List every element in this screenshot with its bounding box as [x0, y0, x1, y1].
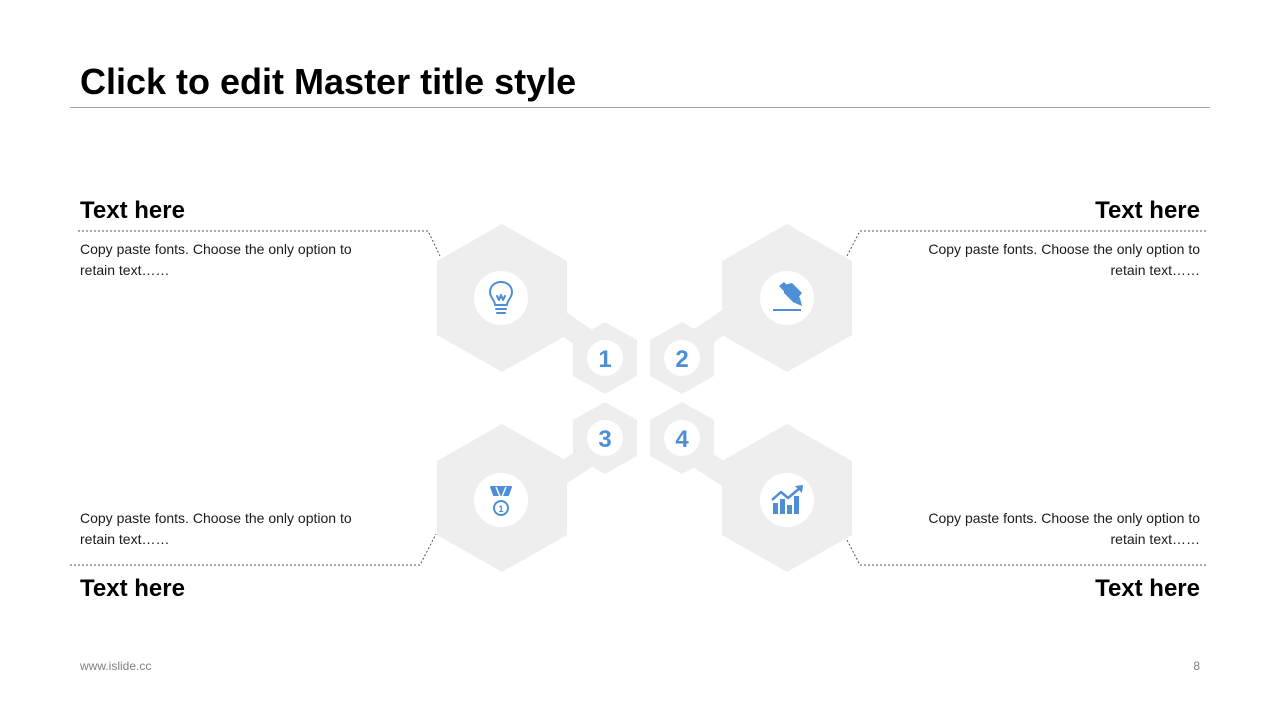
- footer-url[interactable]: www.islide.cc: [80, 659, 152, 673]
- item-number-4: 4: [675, 426, 689, 453]
- connector-line-3: [70, 533, 437, 566]
- connector-line-4: [846, 539, 1206, 566]
- icon-circle-2: [760, 271, 814, 325]
- icon-circle-4: [760, 473, 814, 527]
- item-number-2: 2: [675, 346, 688, 373]
- number-circle-2: [664, 340, 700, 376]
- title-divider: [70, 107, 1210, 108]
- number-circle-4: [664, 420, 700, 456]
- item-3-heading: Text here: [80, 575, 185, 602]
- connector-line-1: [78, 230, 441, 257]
- item-4-body: Copy paste fonts. Choose the only option…: [928, 510, 1200, 547]
- item-3-body: Copy paste fonts. Choose the only option…: [80, 510, 352, 547]
- lightbulb-icon: [489, 281, 513, 314]
- page-number: 8: [1193, 659, 1200, 673]
- number-circle-3: [587, 420, 623, 456]
- number-circle-1: [587, 340, 623, 376]
- growth-chart-icon: [771, 485, 803, 514]
- medal-icon: 1: [490, 486, 512, 516]
- item-2-heading: Text here: [1095, 197, 1200, 224]
- item-4-heading: Text here: [1095, 575, 1200, 602]
- connector-line-2: [846, 230, 1206, 257]
- item-2-body: Copy paste fonts. Choose the only option…: [928, 241, 1200, 278]
- slide-title: Click to edit Master title style: [80, 61, 577, 102]
- item-1-body: Copy paste fonts. Choose the only option…: [80, 241, 352, 278]
- svg-text:1: 1: [498, 504, 503, 514]
- item-1-heading: Text here: [80, 197, 185, 224]
- item-number-1: 1: [598, 346, 611, 373]
- connector-lines: [70, 230, 1206, 566]
- item-number-3: 3: [598, 426, 611, 453]
- icon-circle-1: [474, 271, 528, 325]
- pencil-icon: [773, 282, 802, 311]
